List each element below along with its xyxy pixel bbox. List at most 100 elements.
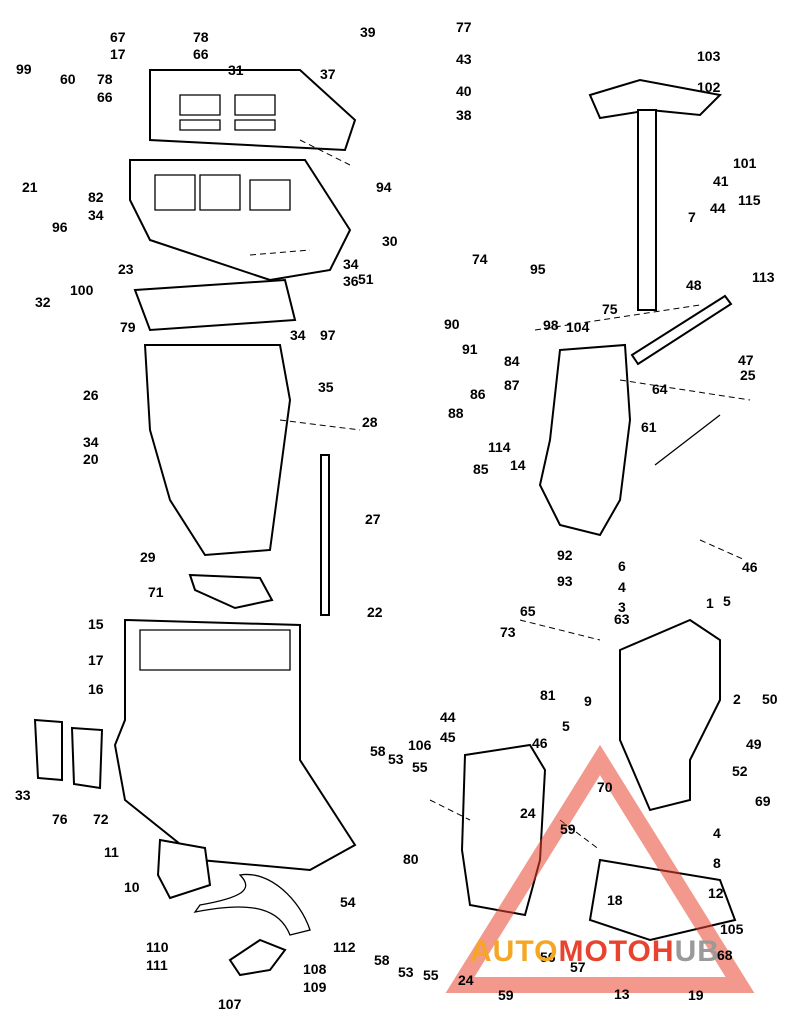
callout-label: 7 (688, 209, 696, 225)
callout-label: 96 (52, 219, 68, 235)
callout-label: 68 (717, 947, 733, 963)
callout-label: 34 (343, 256, 359, 272)
callout-label: 34 (88, 207, 104, 223)
side-cover-76 (33, 718, 63, 782)
water-tube (320, 454, 330, 616)
watermark-text: AUTOMOTOHUB (470, 935, 720, 968)
callout-label: 26 (83, 387, 99, 403)
callout-label: 67 (110, 29, 126, 45)
callout-label: 104 (566, 319, 590, 335)
callout-label: 93 (557, 573, 573, 589)
callout-label: 22 (367, 604, 383, 620)
callout-label: 105 (720, 921, 744, 937)
callout-label: 57 (570, 959, 586, 975)
callout-label: 11 (104, 844, 119, 860)
exhaust-housing (143, 344, 292, 557)
callout-label: 1 (706, 595, 714, 611)
callout-label: 20 (83, 451, 99, 467)
callout-label: 98 (543, 317, 559, 333)
callout-label: 6 (618, 558, 626, 574)
callout-label: 114 (488, 439, 511, 455)
gasket (133, 278, 297, 332)
callout-label: 40 (456, 83, 472, 99)
callout-label: 78 (193, 29, 209, 45)
cover-plate-10 (156, 838, 212, 900)
callout-label: 46 (742, 559, 758, 575)
callout-label: 90 (444, 316, 460, 332)
callout-label: 25 (740, 367, 756, 383)
callout-label: 92 (557, 547, 573, 563)
callout-label: 79 (120, 319, 136, 335)
callout-label: 33 (15, 787, 31, 803)
stern-bracket-1 (619, 618, 721, 812)
callout-label: 23 (118, 261, 134, 277)
callout-label: 72 (93, 811, 109, 827)
callout-label: 80 (403, 851, 419, 867)
callout-label: 46 (532, 735, 548, 751)
callout-label: 101 (733, 155, 757, 171)
callout-label: 55 (412, 759, 428, 775)
callout-label: 4 (713, 825, 721, 841)
callout-label: 111 (146, 957, 168, 973)
callout-label: 77 (456, 19, 472, 35)
callout-label: 48 (686, 277, 702, 293)
steering-shaft (637, 109, 657, 311)
callout-label: 3 (618, 599, 626, 615)
callout-label: 16 (88, 681, 104, 697)
callout-label: 107 (218, 996, 242, 1012)
callout-label: 9 (584, 693, 592, 709)
callout-label: 52 (732, 763, 748, 779)
callout-label: 91 (462, 341, 478, 357)
callout-label: 49 (746, 736, 762, 752)
callout-label: 64 (652, 381, 668, 397)
callout-label: 31 (228, 62, 244, 78)
rod-61 (654, 414, 721, 466)
callout-label: 82 (88, 189, 104, 205)
callout-label: 56 (540, 949, 556, 965)
callout-label: 106 (408, 737, 432, 753)
callout-label: 44 (710, 200, 726, 216)
callout-label: 85 (473, 461, 489, 477)
callout-label: 113 (752, 269, 775, 285)
anode-plate (193, 873, 311, 936)
callout-label: 58 (370, 743, 386, 759)
callout-label: 100 (70, 282, 94, 298)
callout-label: 37 (320, 66, 336, 82)
callout-label: 38 (456, 107, 472, 123)
midsection-housing (113, 618, 357, 872)
callout-label: 115 (738, 192, 761, 208)
watermark-logo (445, 744, 755, 993)
callout-label: 110 (146, 939, 169, 955)
callout-label: 109 (303, 979, 327, 995)
callout-label: 70 (597, 779, 613, 795)
callout-label: 78 (97, 71, 113, 87)
callout-label: 53 (398, 964, 414, 980)
callout-label: 12 (708, 885, 724, 901)
callout-label: 19 (688, 987, 704, 1003)
callout-label: 95 (530, 261, 546, 277)
callout-label: 66 (193, 46, 209, 62)
callout-label: 45 (440, 729, 456, 745)
callout-label: 8 (713, 855, 721, 871)
callout-label: 75 (602, 301, 618, 317)
callout-label: 74 (472, 251, 488, 267)
callout-label: 69 (755, 793, 771, 809)
callout-label: 39 (360, 24, 376, 40)
callout-label: 63 (614, 611, 630, 627)
callout-label: 108 (303, 961, 327, 977)
callout-label: 30 (382, 233, 398, 249)
callout-label: 34 (83, 434, 99, 450)
callout-label: 27 (365, 511, 381, 527)
callout-label: 87 (504, 377, 520, 393)
callout-label: 73 (500, 624, 516, 640)
steering-arm (588, 78, 723, 120)
callout-label: 81 (540, 687, 556, 703)
adapter-housing (129, 159, 352, 282)
callout-label: 14 (510, 457, 526, 473)
callout-label: 47 (738, 352, 754, 368)
clamp-bracket (460, 743, 547, 917)
callout-label: 84 (504, 353, 520, 369)
swivel-bracket (538, 343, 632, 537)
